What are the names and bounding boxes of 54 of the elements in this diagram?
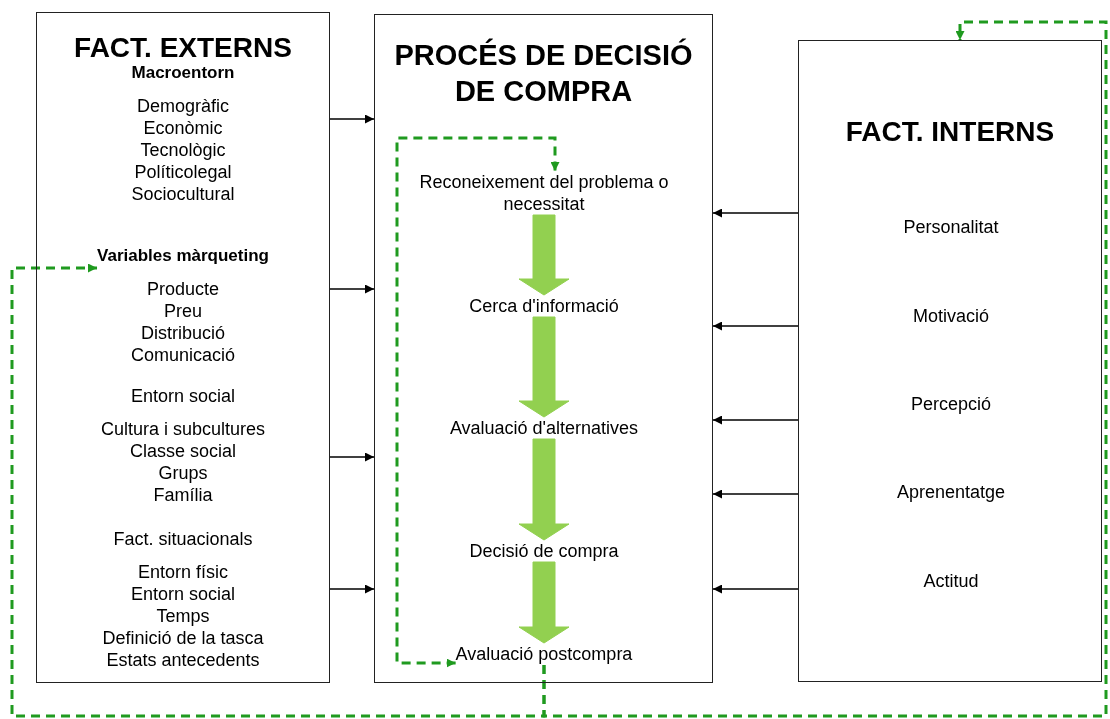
factor-item: Preu <box>163 300 203 322</box>
step-label: Cerca d'informació <box>469 295 619 317</box>
group-heading: Macroentorn <box>131 63 235 83</box>
factor-item: Personalitat <box>903 216 999 238</box>
group-heading: Entorn social <box>129 386 236 406</box>
step-label: Avaluació d'alternatives <box>449 417 639 439</box>
arrow <box>712 415 799 425</box>
panel-title: PROCÉS DE DECISIÓ DE COMPRA <box>393 37 694 109</box>
factor-item: Aprenentatge <box>896 481 1006 503</box>
group-heading: Fact. situacionals <box>112 529 254 549</box>
step-label: Reconeixement del problema o necessitat <box>394 171 694 215</box>
arrow <box>329 452 375 462</box>
arrow <box>329 284 375 294</box>
arrow <box>712 584 799 594</box>
panel <box>374 14 713 683</box>
block-arrow <box>518 561 570 644</box>
arrow <box>712 208 799 218</box>
arrow <box>712 489 799 499</box>
factor-item: Entorn social <box>129 583 237 605</box>
factor-item: Entorn físic <box>136 561 229 583</box>
factor-item: Econòmic <box>142 117 224 139</box>
panel <box>798 40 1102 682</box>
group-heading: Variables màrqueting <box>97 246 269 266</box>
panel-title: FACT. INTERNS <box>845 115 1055 149</box>
arrow <box>329 114 375 124</box>
factor-item: Comunicació <box>130 344 236 366</box>
feedback-arrow <box>10 263 546 718</box>
factor-item: Políticolegal <box>133 161 233 183</box>
factor-item: Estats antecedents <box>105 649 261 671</box>
step-label: Decisió de compra <box>469 540 619 562</box>
factor-item: Demogràfic <box>136 95 230 117</box>
factor-item: Grups <box>157 462 209 484</box>
factor-item: Distribució <box>140 322 226 344</box>
factor-item: Temps <box>155 605 211 627</box>
factor-item: Família <box>152 484 214 506</box>
feedback-arrow <box>542 20 1108 718</box>
block-arrow <box>518 214 570 296</box>
factor-item: Cultura i subcultures <box>100 418 266 440</box>
panel <box>36 12 330 683</box>
factor-item: Motivació <box>913 305 989 327</box>
block-arrow <box>518 438 570 541</box>
factor-item: Sociocultural <box>131 183 235 205</box>
factor-item: Percepció <box>911 393 991 415</box>
factor-item: Definició de la tasca <box>102 627 264 649</box>
feedback-arrow <box>395 136 560 668</box>
factor-item: Producte <box>146 278 220 300</box>
factor-item: Tecnològic <box>139 139 227 161</box>
factor-item: Actitud <box>923 570 979 592</box>
block-arrow <box>518 316 570 418</box>
arrow <box>712 321 799 331</box>
panel-title: FACT. EXTERNS <box>74 31 292 65</box>
arrow <box>329 584 375 594</box>
step-label: Avaluació postcompra <box>455 643 633 665</box>
factor-item: Classe social <box>129 440 237 462</box>
